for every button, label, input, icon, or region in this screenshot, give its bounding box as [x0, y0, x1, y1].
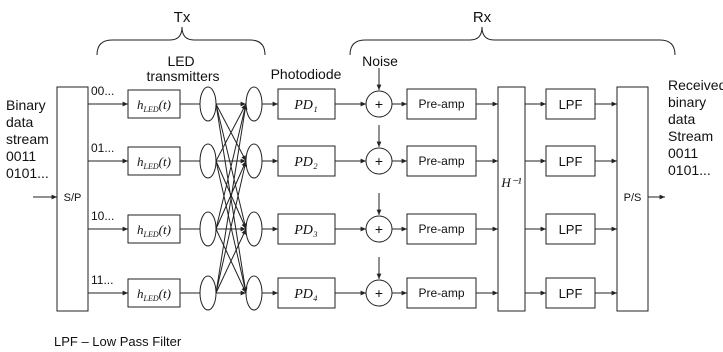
lpf-block-4 [545, 277, 596, 309]
sp-label: S/P [64, 192, 82, 204]
bits-label-4: 11... [91, 273, 113, 287]
optical-path-3-2 [215, 160, 247, 230]
bits-label-2: 01... [91, 141, 114, 155]
hled-block-4 [127, 278, 181, 308]
hled-label-2: hLED(t) [137, 154, 171, 171]
led-lens-2 [199, 143, 217, 179]
lpf-label-3: LPF [559, 222, 583, 237]
rx-lens-2 [245, 143, 263, 179]
hinv-label: H⁻¹ [500, 175, 521, 190]
pd-label-1: PD₁ [293, 98, 318, 113]
rx-lens-1 [245, 86, 263, 122]
footnote: LPF – Low Pass Filter [54, 334, 182, 349]
input-stream-label: Binary data stream 0011 0101... [6, 97, 53, 181]
hled-block-1 [127, 89, 181, 119]
noise-label: Noise [362, 53, 398, 69]
sp-block [56, 86, 89, 312]
sum-label-2: + [375, 153, 383, 169]
sum-label-4: + [375, 285, 383, 301]
output-line-5: 0011 [668, 145, 698, 161]
led-transmitters-line-1: LED [167, 53, 194, 69]
tx-label: Tx [174, 9, 191, 26]
input-line-1: Binary [6, 97, 46, 113]
preamp-label-3: Pre-amp [418, 222, 464, 236]
led-lens-1 [199, 86, 217, 122]
optical-path-4-3 [215, 228, 247, 294]
hinv-block [497, 86, 526, 312]
hled-block-3 [127, 214, 181, 244]
optical-path-2-1 [215, 103, 247, 162]
output-stream-label: Received binary data Stream 0011 0101... [668, 77, 723, 178]
optical-path-4-2 [215, 160, 248, 294]
preamp-block-3 [406, 213, 477, 245]
bits-label-1: 00... [91, 84, 114, 98]
bits-label-3: 10... [91, 209, 114, 223]
lpf-label-1: LPF [559, 97, 583, 112]
hled-label-3: hLED(t) [137, 222, 171, 239]
pd-label-3: PD₃ [293, 223, 318, 238]
lpf-block-3 [545, 213, 596, 245]
preamp-label-1: Pre-amp [418, 97, 464, 111]
pd-block-3 [277, 213, 336, 245]
lpf-block-2 [545, 145, 596, 177]
rx-lens-4 [245, 275, 263, 311]
led-lens-3 [199, 211, 217, 247]
input-line-4: 0011 [6, 148, 36, 164]
sum-label-3: + [375, 221, 383, 237]
input-line-2: data [6, 114, 33, 130]
input-line-3: stream [6, 131, 49, 147]
led-lens-4 [199, 275, 217, 311]
led-transmitters-line-2: transmitters [146, 68, 219, 84]
output-line-3: data [668, 111, 695, 127]
preamp-label-2: Pre-amp [418, 154, 464, 168]
ps-label: P/S [624, 192, 642, 204]
preamp-block-1 [406, 88, 477, 120]
output-line-6: 0101... [668, 162, 711, 178]
tx-brace [96, 26, 266, 56]
optical-path-3-1 [215, 103, 248, 230]
output-line-2: binary [668, 94, 706, 110]
rx-label: Rx [473, 9, 492, 26]
photodiode-label: Photodiode [271, 66, 342, 82]
hled-label-1: hLED(t) [137, 97, 171, 114]
preamp-block-2 [406, 145, 477, 177]
pd-label-2: PD₂ [293, 155, 318, 170]
pd-block-4 [277, 277, 336, 309]
optical-path-4-1 [215, 103, 248, 294]
output-line-1: Received [668, 77, 723, 93]
rx-brace [349, 26, 676, 56]
preamp-label-4: Pre-amp [418, 286, 464, 300]
lpf-block-1 [545, 88, 596, 120]
ps-block [616, 86, 649, 312]
lpf-label-4: LPF [559, 286, 583, 301]
pd-block-1 [277, 88, 336, 120]
led-transmitters-label: LED transmitters [146, 53, 219, 84]
pd-block-2 [277, 145, 336, 177]
input-line-5: 0101... [6, 165, 49, 181]
lpf-label-2: LPF [559, 154, 583, 169]
sum-label-1: + [375, 96, 383, 112]
pd-label-4: PD₄ [293, 287, 318, 302]
output-line-4: Stream [668, 128, 713, 144]
hled-label-4: hLED(t) [137, 286, 171, 303]
rx-lens-3 [245, 211, 263, 247]
